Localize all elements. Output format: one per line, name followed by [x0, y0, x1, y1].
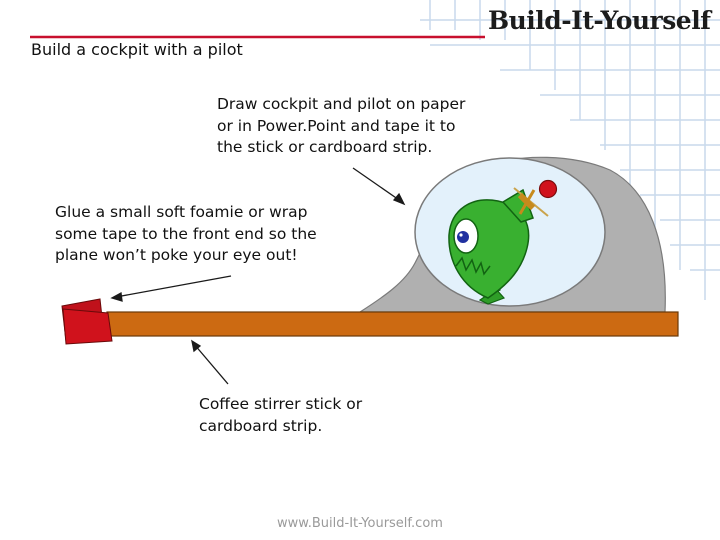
note-foam: Glue a small soft foamie or wrap some ta…	[55, 203, 317, 264]
page-title: Build a cockpit with a pilot	[31, 40, 243, 59]
foam-block	[61, 298, 113, 345]
stirrer-stick	[106, 311, 679, 337]
note-stick: Coffee stirrer stick or cardboard strip.	[199, 395, 363, 435]
logo-grid-icon	[420, 0, 720, 300]
logo-text: Build-It-Yourself	[488, 6, 711, 35]
arrow-icon	[191, 339, 229, 385]
footer-url: www.Build-It-Yourself.com	[277, 516, 443, 531]
arrow-icon	[352, 167, 406, 206]
note-cockpit: Draw cockpit and pilot on paper or in Po…	[217, 95, 466, 156]
pilot-icon	[448, 179, 558, 305]
arrow-icon	[110, 275, 232, 302]
